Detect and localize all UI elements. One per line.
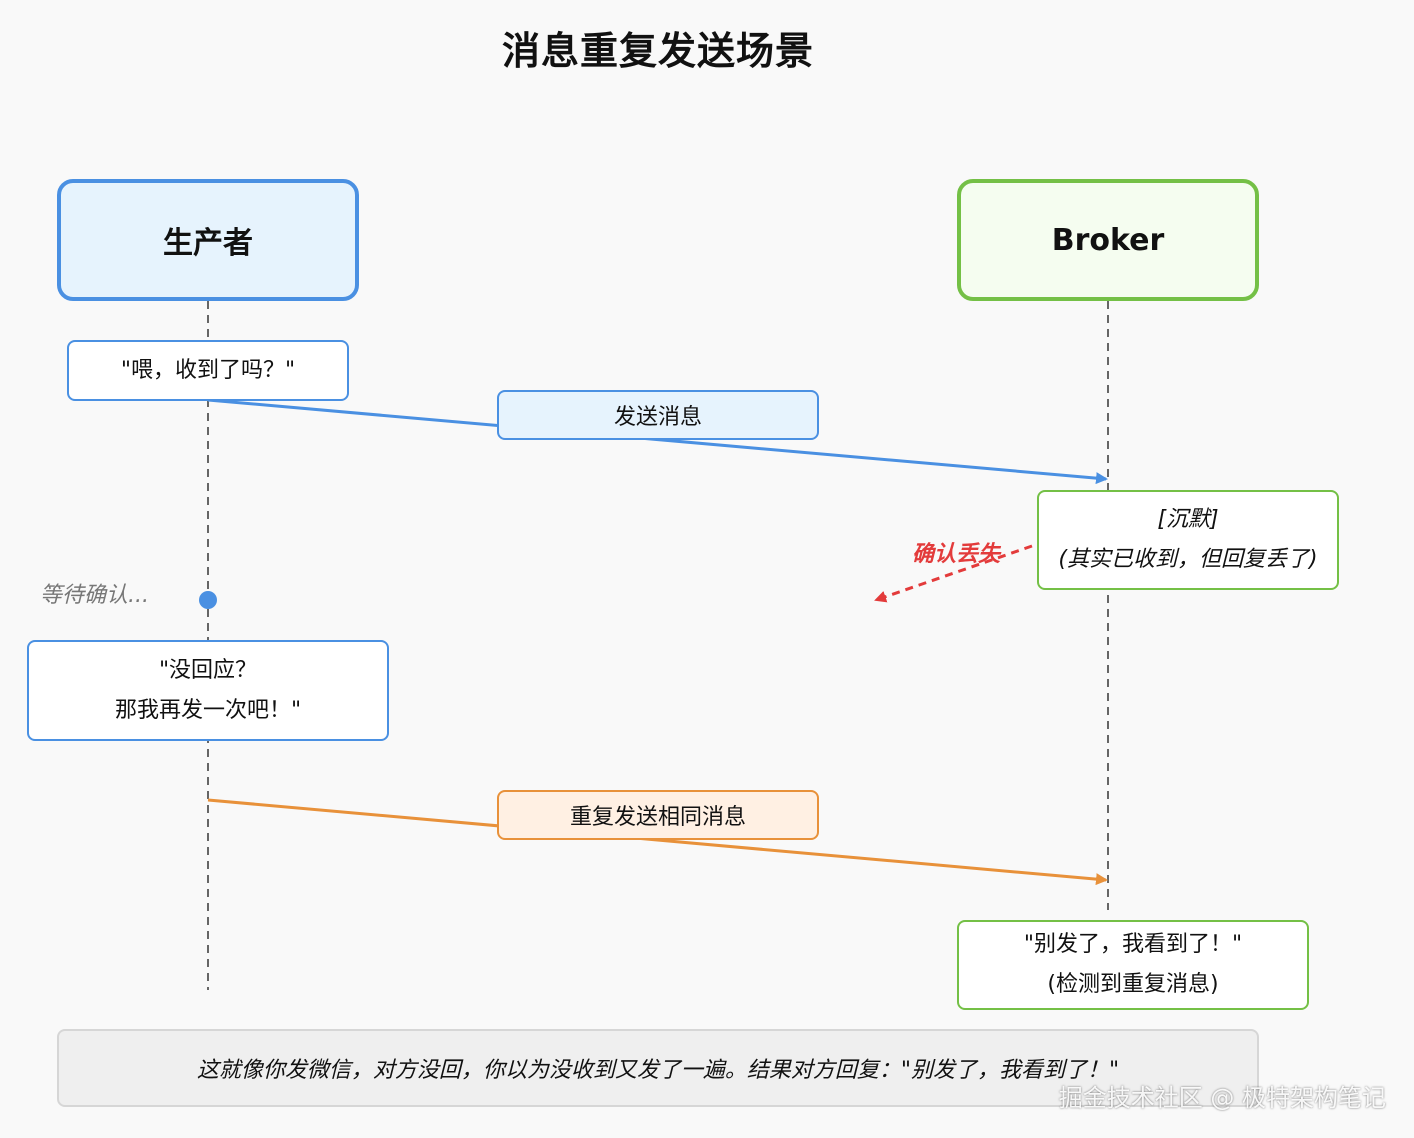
resend-message-label: 重复发送相同消息 — [497, 790, 819, 840]
producer-ask-text: "喂，收到了吗？" — [120, 357, 296, 383]
producer-ask-note: "喂，收到了吗？" — [67, 340, 349, 401]
resend-message-text: 重复发送相同消息 — [569, 805, 746, 830]
analogy-text: 这就像你发微信，对方没回，你以为没收到又发了一遍。结果对方回复："别发了，我看到… — [196, 1058, 1120, 1083]
broker-label: Broker — [1051, 222, 1165, 258]
resend-arrow — [207, 798, 1108, 886]
send-message-label: 发送消息 — [497, 390, 819, 440]
producer-actor: 生产者 — [57, 179, 359, 301]
producer-retry-line2: 那我再发一次吧！" — [114, 697, 302, 723]
watermark: 掘金技术社区 @ 极特架构笔记 — [1058, 1084, 1386, 1112]
broker-actor: Broker — [957, 179, 1259, 301]
waiting-dot — [199, 591, 217, 609]
broker-silent-note: [沉默] (其实已收到，但回复丢了) — [1037, 490, 1339, 590]
broker-silent-line1: [沉默] — [1157, 507, 1219, 532]
producer-retry-line1: "没回应？ — [158, 657, 258, 683]
broker-reply-line1: "别发了，我看到了！" — [1023, 932, 1243, 957]
page-title: 消息重复发送场景 — [501, 29, 814, 73]
producer-retry-note: "没回应？ 那我再发一次吧！" — [27, 640, 389, 741]
ack-lost-label: 确认丢失 — [912, 542, 1001, 567]
waiting-label: 等待确认... — [40, 583, 149, 608]
analogy-footer: 这就像你发微信，对方没回，你以为没收到又发了一遍。结果对方回复："别发了，我看到… — [57, 1029, 1259, 1107]
broker-silent-line2: (其实已收到，但回复丢了) — [1058, 547, 1318, 572]
send-message-text: 发送消息 — [613, 405, 702, 430]
broker-reply-line2: (检测到重复消息) — [1047, 972, 1219, 997]
producer-label: 生产者 — [163, 226, 253, 261]
broker-reply-note: "别发了，我看到了！" (检测到重复消息) — [957, 920, 1309, 1010]
